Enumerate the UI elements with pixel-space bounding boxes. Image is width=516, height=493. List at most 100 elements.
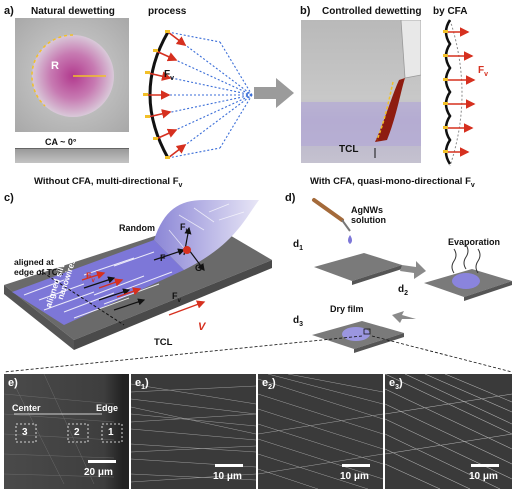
substrate-edge xyxy=(74,260,272,350)
scale-label-e3: 10 μm xyxy=(469,471,498,482)
panel-b-letter: b) xyxy=(300,5,311,17)
f-label: F xyxy=(160,253,166,263)
scale-bar-e1 xyxy=(215,464,243,467)
center-label: Center xyxy=(12,403,41,413)
scalloped-tcl-arc xyxy=(444,19,452,165)
tcl-label-b: TCL xyxy=(339,144,359,155)
evaporation-lines xyxy=(451,244,481,274)
force-arrows-b xyxy=(448,27,476,157)
tcl-dashed-line xyxy=(38,269,125,326)
panel-b-title-right: by CFA xyxy=(433,6,468,17)
substrate-side xyxy=(4,285,74,350)
panel-e1-letter: e1) xyxy=(135,377,149,392)
radius-label: R xyxy=(51,60,59,72)
aligned-label-1: aligned at xyxy=(14,257,54,267)
sem-e2-wires xyxy=(258,374,383,489)
scale-bar-e xyxy=(88,460,116,463)
evaporating-drop xyxy=(452,273,480,289)
pipette-tip xyxy=(341,219,351,232)
sem-e1-wires xyxy=(131,383,256,483)
slide-d1-edge xyxy=(352,265,402,285)
yellow-contact-points-b xyxy=(443,30,448,153)
zoom-box xyxy=(363,328,371,335)
natural-dewetting-photo: R xyxy=(15,18,129,132)
box-3-label: 3 xyxy=(22,427,28,438)
panel-e-letter: e) xyxy=(8,377,18,389)
yellow-contact-points xyxy=(143,30,170,159)
zoom-connector-lines xyxy=(3,335,513,373)
fl-label: FL xyxy=(180,222,190,235)
region-box-2 xyxy=(67,423,89,443)
step-d2-label: d2 xyxy=(398,284,409,298)
random-label: Random xyxy=(119,223,155,233)
cfa-blade-figure xyxy=(301,20,421,158)
panel-c-letter: c) xyxy=(4,192,14,204)
box-1-label: 1 xyxy=(108,427,114,438)
contact-angle-photo xyxy=(15,148,129,163)
tcl-label-c: TCL xyxy=(154,337,173,348)
region-box-3 xyxy=(15,423,37,443)
panel-e3-letter: e3) xyxy=(389,377,403,392)
edge-label: Edge xyxy=(96,403,119,413)
pipette-icon xyxy=(312,198,344,222)
contact-angle-label: CA ~ 0° xyxy=(45,137,77,147)
tcl-arc xyxy=(31,34,74,107)
caption-with-cfa: With CFA, quasi-mono-directional Fv xyxy=(310,176,475,189)
scale-bar-e2 xyxy=(342,464,370,467)
g-label: G xyxy=(195,263,203,273)
force-arrows xyxy=(146,31,187,159)
cfa-blade xyxy=(400,20,421,79)
process-arrow-icon xyxy=(254,78,294,108)
sem-e1: e1) 10 μm xyxy=(131,374,256,489)
aligned-wires xyxy=(23,251,173,319)
red-force-arrows xyxy=(81,271,206,316)
nanowire-alignment-diagram xyxy=(4,200,272,350)
scale-label-e: 20 μm xyxy=(84,467,113,478)
fv-label: Fv xyxy=(86,271,95,284)
step-arrow-2 xyxy=(392,311,416,323)
scale-label-e1: 10 μm xyxy=(213,471,242,482)
aligned-film xyxy=(12,240,184,325)
step-d3-label: d3 xyxy=(293,315,304,329)
region-box-1 xyxy=(101,423,123,443)
panel-a-title-left: Natural dewetting xyxy=(31,6,115,17)
wet-film-region xyxy=(301,102,421,146)
caption-without-cfa: Without CFA, multi-directional Fv xyxy=(34,176,183,189)
multi-directional-arrows-diagram xyxy=(143,30,253,159)
process-steps-diagram xyxy=(312,198,512,353)
force-v-label-a: Fv xyxy=(164,69,175,83)
random-wires xyxy=(168,203,245,249)
dry-film xyxy=(342,327,370,341)
sem-overview-texture xyxy=(4,374,123,485)
sem-overview: e) Center Edge 3 2 1 20 μm xyxy=(4,374,129,489)
sem-e3: e3) 10 μm xyxy=(385,374,512,489)
force-v-label-b: Fv xyxy=(478,65,489,79)
aligned-label-2: edge of TCL xyxy=(14,267,64,277)
sem-e2: e2) 10 μm xyxy=(258,374,383,489)
panel-d-letter: d) xyxy=(285,192,296,204)
agnws-label-1: AgNWs xyxy=(351,205,383,215)
panel-b-title-left: Controlled dewetting xyxy=(322,6,422,17)
evaporation-label: Evaporation xyxy=(448,237,501,247)
scale-bar-e3 xyxy=(471,464,499,467)
step-arrow-1 xyxy=(400,261,426,279)
slide-d2-edge xyxy=(464,281,512,301)
scale-label-e2: 10 μm xyxy=(340,471,369,482)
droplet-figure xyxy=(31,34,114,117)
slide-d1 xyxy=(314,253,402,281)
dry-film-label: Dry film xyxy=(330,304,364,314)
nanowire-particle xyxy=(183,246,191,254)
box-2-label: 2 xyxy=(74,427,80,438)
fv2-label: Fv xyxy=(172,291,181,304)
step-d1-label: d1 xyxy=(293,239,304,253)
panel-e2-letter: e2) xyxy=(262,377,276,392)
agnws-label-2: solution xyxy=(351,215,386,225)
quasi-mono-directional-diagram xyxy=(443,19,476,167)
slide-d3-edge xyxy=(354,333,404,353)
controlled-dewetting-photo: TCL xyxy=(301,20,421,163)
drop-icon xyxy=(348,235,352,244)
panel-a-title-right: process xyxy=(148,6,187,17)
velocity-label: V xyxy=(198,321,206,333)
dashed-outer-arc xyxy=(449,19,463,167)
sem-e3-wires xyxy=(385,374,512,489)
